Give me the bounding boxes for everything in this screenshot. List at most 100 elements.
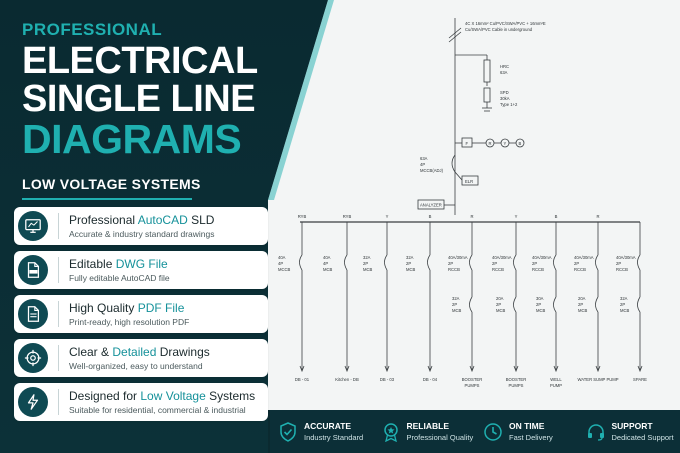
- phase-b: B: [519, 141, 522, 146]
- feeder-arrow: [513, 365, 519, 373]
- breaker-poles: 2P: [616, 261, 621, 266]
- analyzer-label: ANALYZER: [420, 203, 442, 208]
- monitor-icon: [18, 211, 48, 241]
- breaker-symbol: [595, 254, 599, 271]
- breaker-rating: 30A: [536, 296, 544, 301]
- breaker-symbol: [553, 254, 557, 271]
- shield-check-icon: [280, 421, 296, 442]
- headset-icon: [587, 423, 604, 441]
- feeder-arrow: [553, 365, 559, 373]
- breaker-symbol: [469, 296, 473, 313]
- breaker-poles: 2P: [620, 302, 625, 307]
- bottom-item-reliable: RELIABLE Professional Quality: [373, 410, 476, 453]
- main-cb-rating: 63A: [420, 156, 428, 161]
- hero-title-line2: SINGLE LINE: [22, 78, 256, 120]
- busbar-phase-label: B: [555, 214, 558, 219]
- feature-desc: Print-ready, high resolution PDF: [69, 317, 190, 327]
- spd-rating: 30kA: [500, 96, 510, 101]
- breaker-symbol: [427, 254, 431, 271]
- feature-title: Professional AutoCAD SLD: [69, 213, 215, 227]
- breaker-rating: 40A/30mA: [492, 255, 512, 260]
- feeder-arrow: [384, 365, 390, 373]
- breaker-type: RCCB: [574, 267, 586, 272]
- load-label: WELL: [550, 377, 562, 382]
- feeder-arrow: [595, 365, 601, 373]
- spd-type: Type 1+2: [500, 102, 518, 107]
- hrc-label: HRC: [500, 64, 509, 69]
- breaker-rating: 32A: [620, 296, 628, 301]
- feature-item: High Quality PDF File Print-ready, high …: [14, 295, 268, 333]
- bottom-item-support: SUPPORT Dedicated Support: [578, 410, 680, 453]
- feature-desc: Well-organized, easy to understand: [69, 361, 203, 371]
- feature-divider: [58, 389, 59, 415]
- award-icon: [383, 422, 398, 442]
- breaker-rating: 40A/30mA: [448, 255, 468, 260]
- breaker-rating: 40A/30mA: [574, 255, 594, 260]
- bottom-sub: Dedicated Support: [611, 433, 674, 442]
- load-label-line2: PUMPS: [465, 383, 480, 388]
- feature-desc: Fully editable AutoCAD file: [69, 273, 170, 283]
- breaker-poles: 2P: [406, 261, 411, 266]
- breaker-type: MCB: [496, 308, 506, 313]
- breaker-rating: 32A: [406, 255, 414, 260]
- breaker-symbol: [384, 254, 388, 271]
- breaker-type: MCCB: [278, 267, 291, 272]
- breaker-type: MCB: [323, 267, 333, 272]
- load-label: DB - 01: [295, 377, 310, 382]
- busbar-phase-label: R: [470, 214, 473, 219]
- clock-icon: [484, 422, 502, 441]
- busbar-phase-label: R: [596, 214, 599, 219]
- hero-rule: [22, 198, 192, 200]
- breaker-symbol: [553, 296, 557, 313]
- load-label-line2: PUMPS: [509, 383, 524, 388]
- feeder-arrow: [344, 365, 350, 373]
- breaker-symbol: [595, 296, 599, 313]
- breaker-poles: 2P: [578, 302, 583, 307]
- load-label: WATER SUMP PUMP: [577, 377, 618, 382]
- breaker-poles: 4P: [278, 261, 283, 266]
- breaker-poles: 2P: [363, 261, 368, 266]
- busbar-phase-label: Y: [386, 214, 389, 219]
- breaker-poles: 2P: [492, 261, 497, 266]
- feature-divider: [58, 345, 59, 371]
- breaker-rating: 32A: [452, 296, 460, 301]
- feature-divider: [58, 257, 59, 283]
- load-label: DB - 03: [380, 377, 395, 382]
- feature-title: Clear & Detailed Drawings: [69, 345, 210, 359]
- breaker-rating: 20A: [496, 296, 504, 301]
- cable-label: 4C X 16mm² Cu/PVC/SWA/PVC + 16mm²E: [465, 21, 546, 26]
- breaker-type: MCB: [536, 308, 546, 313]
- phase-y: Y: [504, 141, 507, 146]
- bottom-title: RELIABLE: [406, 421, 450, 431]
- main-cb-poles: 4P: [420, 162, 425, 167]
- bottom-sub: Professional Quality: [406, 433, 474, 442]
- breaker-symbol: [344, 254, 348, 271]
- main-cb-type: MCCB(ADJ): [420, 168, 444, 173]
- dwg-file-icon: [18, 255, 48, 285]
- breaker-symbol: [513, 296, 517, 313]
- feeder-arrow: [637, 365, 643, 373]
- feature-divider: [58, 301, 59, 327]
- lightning-icon: [18, 387, 48, 417]
- load-label-line2: PUMP: [550, 383, 562, 388]
- breaker-poles: 2P: [448, 261, 453, 266]
- breaker-poles: 2P: [536, 302, 541, 307]
- breaker-rating: 40A: [323, 255, 331, 260]
- breaker-poles: 2P: [496, 302, 501, 307]
- breaker-rating: 32A: [363, 255, 371, 260]
- hero-title-line3: DIAGRAMS: [22, 116, 242, 162]
- bottom-title: SUPPORT: [611, 421, 653, 431]
- breaker-rating: 20A: [578, 296, 586, 301]
- hero: PROFESSIONAL ELECTRICAL SINGLE LINE DIAG…: [22, 20, 322, 200]
- breaker-rating: 40A: [278, 255, 286, 260]
- load-label: BOOSTER: [506, 377, 526, 382]
- bottom-sub: Fast Delivery: [509, 433, 553, 442]
- feature-title: Editable DWG File: [69, 257, 168, 271]
- breaker-rating: 40A/30mA: [532, 255, 552, 260]
- breaker-rating: 40A/30mA: [616, 255, 636, 260]
- pdf-file-icon: [18, 299, 48, 329]
- load-label: Kitchen - DB: [335, 377, 359, 382]
